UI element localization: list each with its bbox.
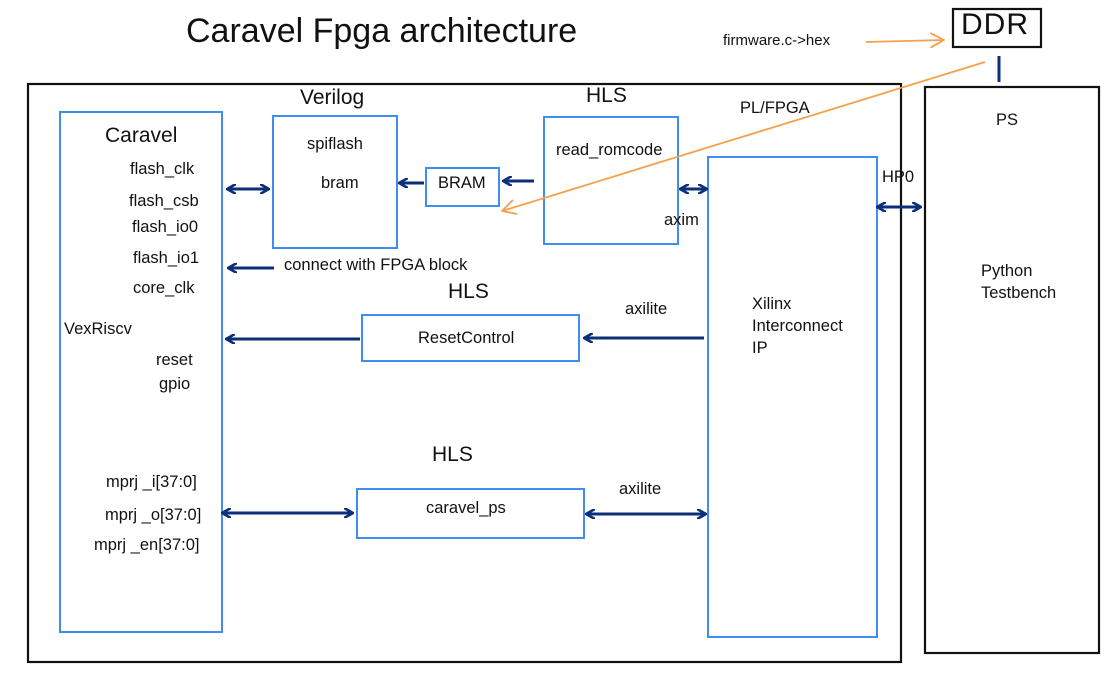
connect-note: connect with FPGA block <box>284 256 468 274</box>
ddr-box <box>951 7 1043 49</box>
verilog-header: Verilog <box>300 86 365 109</box>
axilite-ps-label: axilite <box>619 480 662 498</box>
signal-mprj-i: mprj _i[37:0] <box>106 473 197 491</box>
signal-core-clk: core_clk <box>133 279 195 297</box>
signal-flash-io0: flash_io0 <box>132 218 199 236</box>
verilog-box <box>272 115 398 249</box>
interconnect-line3: IP <box>752 339 768 357</box>
signal-flash-csb: flash_csb <box>129 192 199 210</box>
caravel-ps-label: caravel_ps <box>426 499 506 517</box>
firmware-note: firmware.c->hex <box>723 32 831 49</box>
interconnect-line1: Xilinx <box>752 295 792 313</box>
verilog-bram: bram <box>321 174 359 192</box>
axilite-reset-label: axilite <box>625 300 668 318</box>
ddr-label: DDR <box>961 8 1029 41</box>
interconnect-line2: Interconnect <box>752 317 843 335</box>
testbench-line2: Testbench <box>981 284 1057 302</box>
read-romcode-box <box>543 116 679 245</box>
ps-label: PS <box>996 111 1019 129</box>
signal-flash-io1: flash_io1 <box>133 249 200 267</box>
hls-reset-header: HLS <box>448 280 489 303</box>
ps-frame <box>923 85 1101 655</box>
pl-fpga-frame <box>26 82 903 664</box>
reset-control-box <box>361 314 580 362</box>
reset-control-label: ResetControl <box>418 329 515 347</box>
signal-reset: reset <box>156 351 193 369</box>
bram-box <box>425 167 500 207</box>
read-romcode-label: read_romcode <box>556 141 663 159</box>
cpu-label: VexRiscv <box>64 320 132 338</box>
orange-arrows <box>501 32 986 215</box>
signal-gpio: gpio <box>159 375 191 393</box>
interconnect-box <box>707 156 878 638</box>
bram-label: BRAM <box>438 174 486 192</box>
component-boxes <box>59 111 878 638</box>
axim-label: axim <box>664 211 699 229</box>
pl-fpga-label: PL/FPGA <box>740 99 810 117</box>
arrow-ddr-to-bram <box>501 61 986 215</box>
arrow-firmware-to-ddr <box>865 32 945 49</box>
signal-mprj-o: mprj _o[37:0] <box>105 506 202 524</box>
verilog-spiflash: spiflash <box>307 135 363 153</box>
testbench-line1: Python <box>981 262 1033 280</box>
hp0-label: HP0 <box>882 168 915 186</box>
hls-read-header: HLS <box>586 84 627 107</box>
signal-mprj-en: mprj _en[37:0] <box>94 536 200 554</box>
caravel-label: Caravel <box>105 124 178 147</box>
caravel-box <box>59 111 223 633</box>
signal-flash-clk: flash_clk <box>130 160 195 178</box>
hls-ps-header: HLS <box>432 443 473 466</box>
diagram-title: Caravel Fpga architecture <box>186 12 578 50</box>
connection-arrows <box>222 181 921 514</box>
caravel-ps-box <box>356 488 585 539</box>
